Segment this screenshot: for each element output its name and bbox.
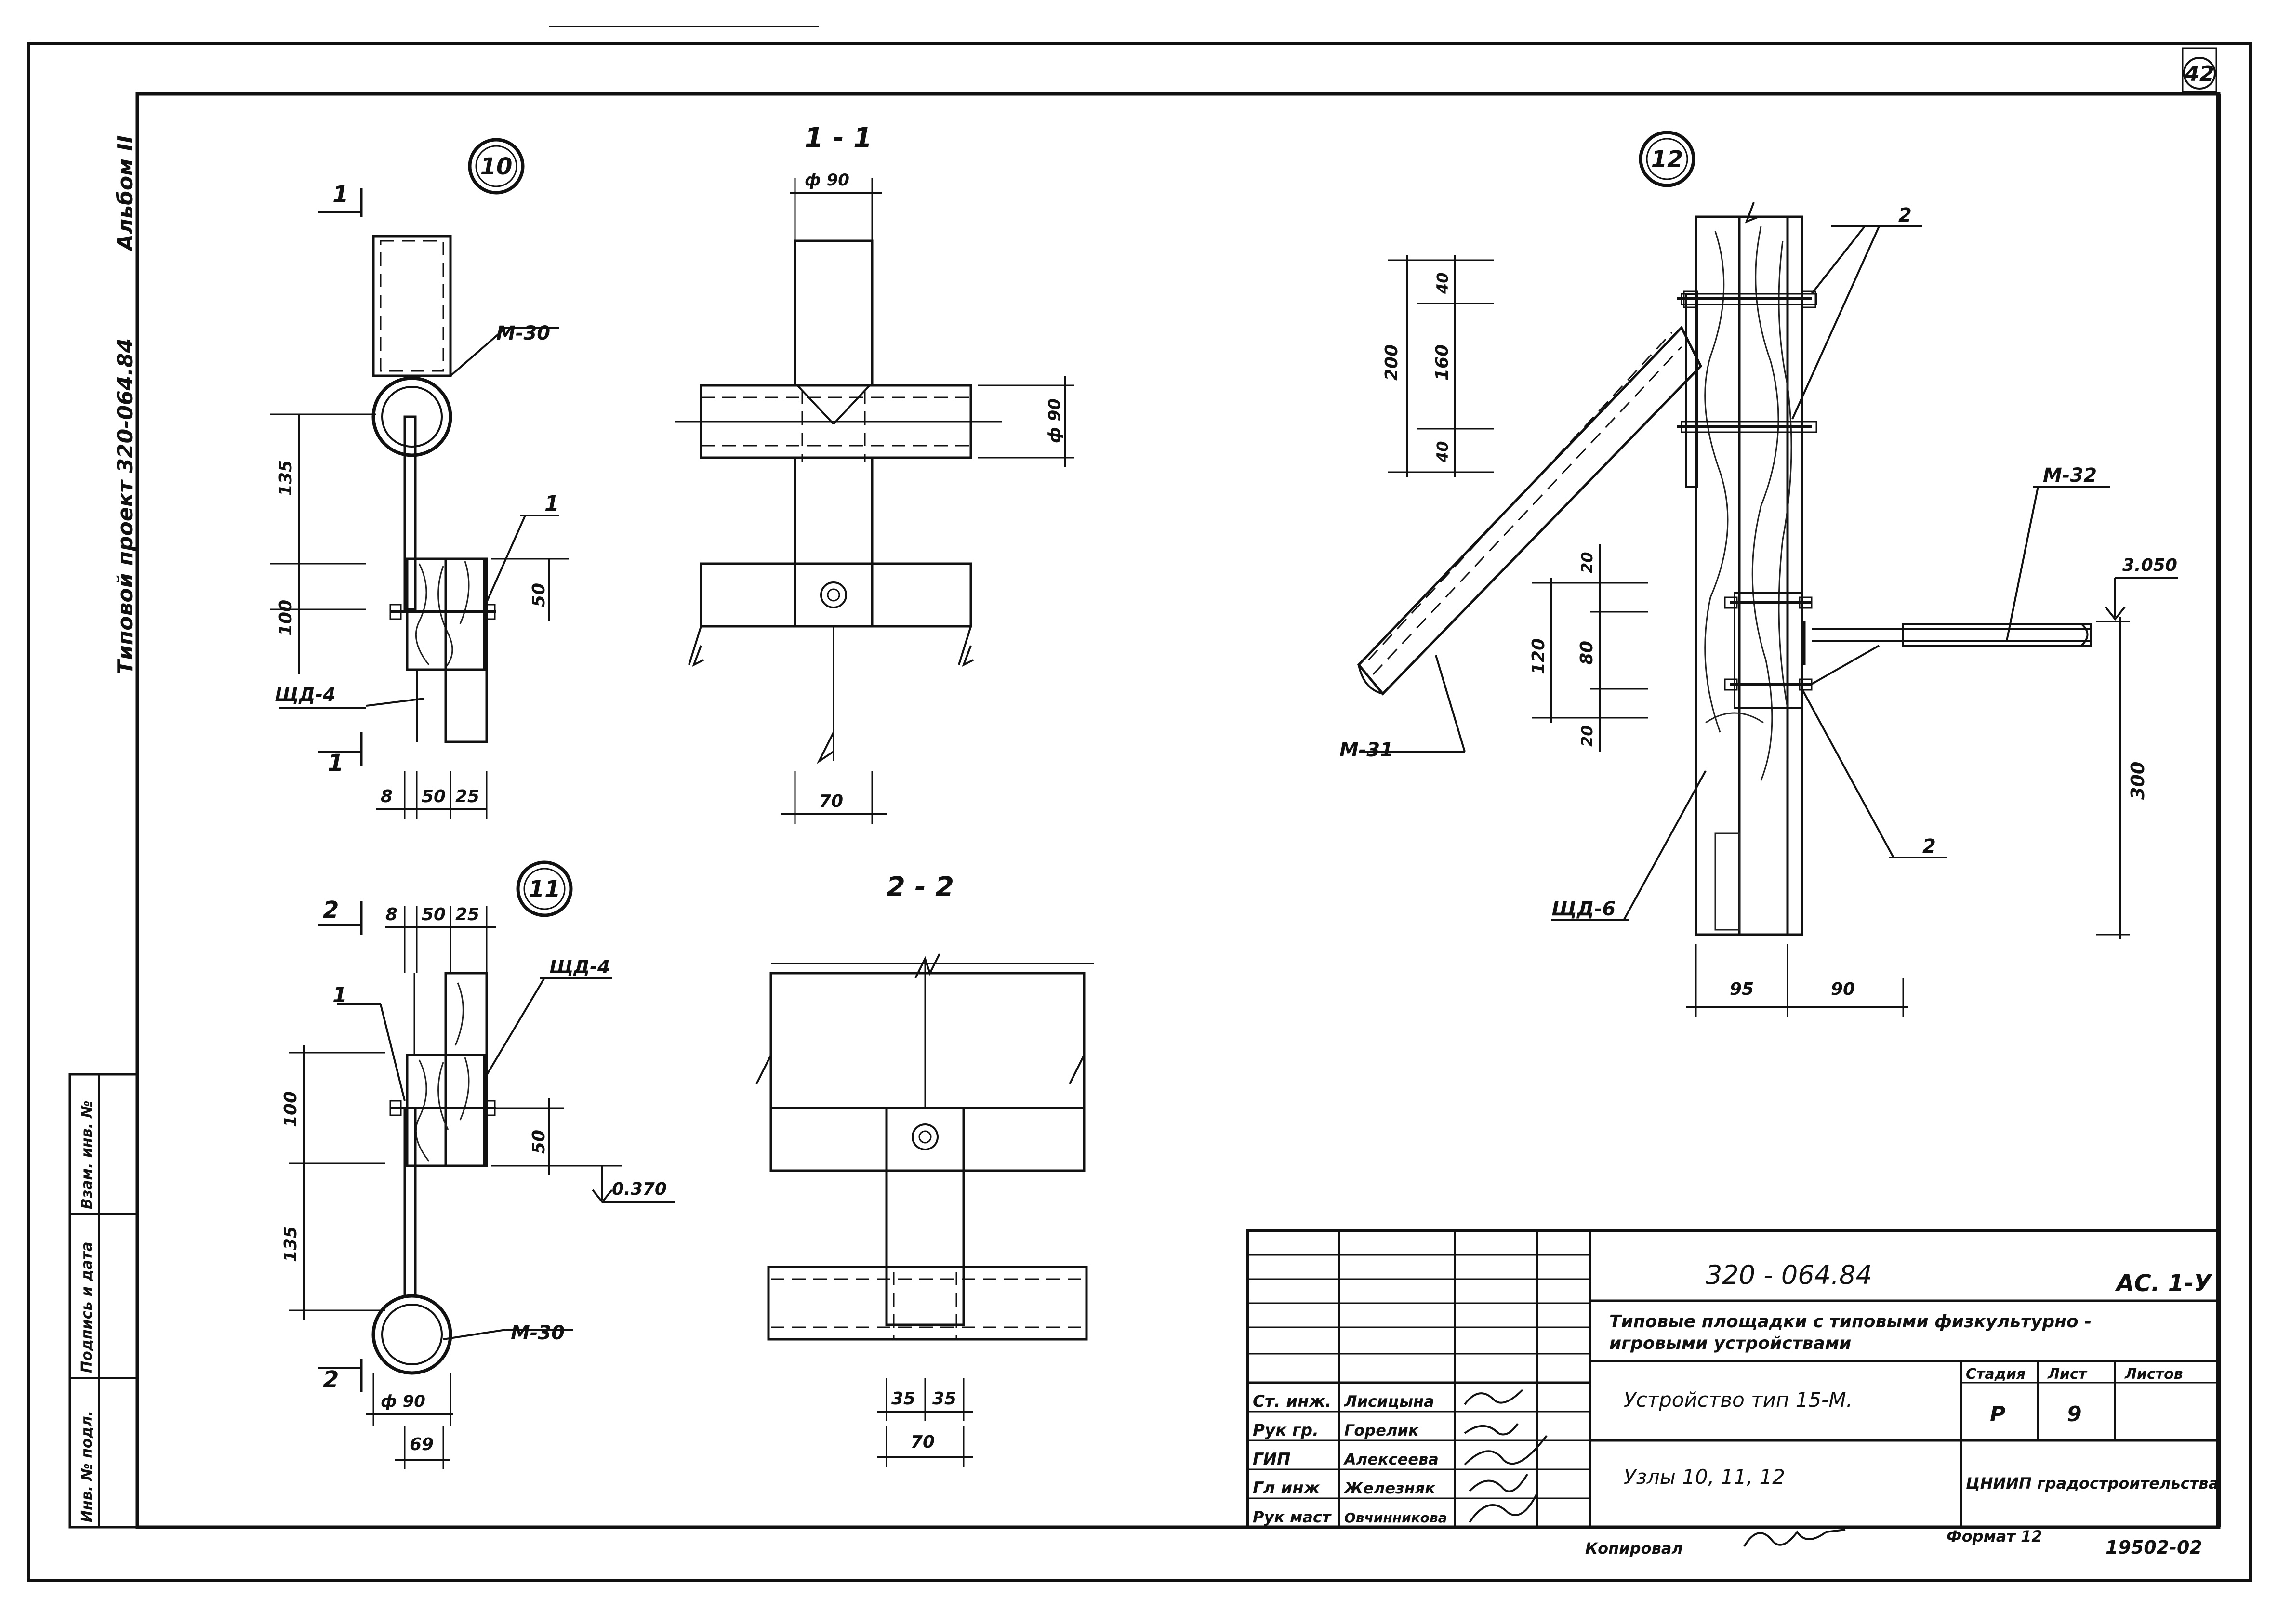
dim-25: 25: [455, 787, 479, 806]
label-shd4-b: ЩД-4: [549, 956, 610, 977]
copy-signature: [1743, 1529, 1846, 1547]
dim-40-b: 40: [1433, 441, 1452, 463]
node-12-label: 12: [1651, 146, 1683, 173]
sheets-header: Листов: [2124, 1366, 2183, 1383]
stage-value: Р: [1990, 1402, 2005, 1426]
dim-25-b: 25: [455, 905, 479, 924]
sheet-value: 9: [2067, 1402, 2082, 1426]
dim-35-b: 35: [932, 1389, 956, 1409]
node-12-detail: 12 2 2: [1339, 131, 2178, 1017]
dim-70-b: 70: [911, 1432, 935, 1452]
dim-40-a: 40: [1433, 272, 1452, 294]
label-1-node10: 1: [544, 491, 559, 516]
section-2-2-label: 2 - 2: [887, 871, 954, 903]
label-shd6: ЩД-6: [1551, 898, 1616, 920]
dim-20-a: 20: [1578, 552, 1596, 573]
name-0: Лисицына: [1344, 1392, 1434, 1411]
project-title-1: Типовые площадки с типовыми физкультурно…: [1609, 1312, 2092, 1332]
name-1: Горелик: [1344, 1421, 1419, 1439]
strip-inv-podl: Инв. № подл.: [79, 1411, 95, 1522]
sheet-number: 42: [2184, 62, 2214, 86]
role-0: Ст. инж.: [1253, 1392, 1331, 1411]
sheet-number-circle: [2183, 57, 2216, 90]
label-m30: М-30: [496, 322, 550, 344]
dim-300: 300: [2127, 762, 2148, 800]
side-label-project: Типовой проект 320-064.84: [113, 338, 138, 674]
section-1-1: 1 - 1 ф 90 ф 90 70: [675, 122, 1074, 824]
section-1-1-label: 1 - 1: [805, 122, 872, 154]
order-number: 19502-02: [2106, 1537, 2202, 1558]
name-4: Овчинникова: [1344, 1510, 1447, 1526]
dim-100-b: 100: [281, 1091, 301, 1127]
node-11-detail: 11 2 2 8 50 25 1 ЩД-4 100: [281, 860, 675, 1469]
cut-2-bot: 2: [323, 1366, 339, 1393]
cut-2-top: 2: [323, 897, 339, 924]
label-1-node11: 1: [332, 983, 347, 1007]
dim-50-b: 50: [422, 787, 446, 806]
label-m31: М-31: [1339, 739, 1393, 761]
dim-8: 8: [381, 787, 393, 806]
stage-header: Стадия: [1966, 1366, 2026, 1383]
sheet-frame: 42: [27, 26, 2252, 1582]
name-3: Железняк: [1343, 1479, 1436, 1497]
dim-70: 70: [819, 792, 843, 811]
name-2: Алексеева: [1343, 1450, 1439, 1468]
dim-200: 200: [1382, 344, 1402, 381]
dim-100: 100: [276, 600, 296, 636]
strip-vzam: Взам. инв. №: [79, 1100, 95, 1209]
dim-160: 160: [1432, 344, 1452, 381]
sheet-header: Лист: [2047, 1366, 2088, 1383]
cut-1-bot: 1: [328, 750, 344, 777]
label-m30-b: М-30: [511, 1322, 565, 1344]
elev-0370: 0.370: [612, 1179, 667, 1199]
dim-135-b: 135: [281, 1226, 301, 1262]
copied-by: Копировал: [1585, 1539, 1683, 1558]
sheet-code: АС. 1-У: [2114, 1270, 2212, 1297]
doc-code: 320 - 064.84: [1706, 1260, 1872, 1290]
dim-phi90-b: ф 90: [381, 1392, 425, 1411]
label-shd4: ЩД-4: [275, 684, 335, 705]
label-m32: М-32: [2043, 464, 2097, 487]
dim-69: 69: [410, 1435, 434, 1454]
dim-80: 80: [1577, 641, 1597, 665]
role-3: Гл инж: [1253, 1479, 1321, 1498]
project-title-2: игровыми устройствами: [1609, 1334, 1851, 1353]
node-11-label: 11: [529, 876, 561, 903]
dim-50: 50: [529, 583, 549, 607]
dim-90: 90: [1831, 979, 1855, 999]
dim-50-c: 50: [422, 905, 446, 924]
dim-35-a: 35: [891, 1389, 915, 1409]
role-4: Рук маст: [1253, 1508, 1332, 1526]
dim-95: 95: [1730, 979, 1754, 999]
side-label-album: Альбом II: [113, 135, 138, 252]
format: Формат 12: [1947, 1527, 2042, 1545]
dim-120: 120: [1529, 638, 1549, 674]
section-2-2: 2 - 2 35 35 70: [755, 871, 1094, 1467]
dim-phi90: ф 90: [805, 171, 849, 190]
left-stamp-strip: Инв. № подл. Подпись и дата Взам. инв. №: [68, 1073, 139, 1529]
signatures: [1464, 1389, 1548, 1523]
device-name: Устройство тип 15-М.: [1624, 1388, 1853, 1412]
label-2-top: 2: [1898, 204, 1912, 226]
role-2: ГИП: [1253, 1450, 1291, 1469]
dim-50-d: 50: [529, 1130, 549, 1154]
nodes-line: Узлы 10, 11, 12: [1624, 1465, 1785, 1489]
elev-3050: 3.050: [2122, 555, 2177, 575]
role-1: Рук гр.: [1253, 1421, 1319, 1440]
organization: ЦНИИП градостроительства: [1966, 1474, 2219, 1492]
dim-phi90-vert: ф 90: [1045, 398, 1064, 443]
strip-podpis: Подпись и дата: [79, 1242, 95, 1373]
dim-8-b: 8: [385, 905, 397, 924]
dim-135: 135: [276, 460, 296, 496]
node-10-detail: 10 1 1 М-30 1 ЩД-4 135 100: [270, 138, 569, 819]
dim-20-b: 20: [1578, 725, 1596, 747]
label-2-bottom: 2: [1922, 835, 1936, 858]
title-block: Ст. инж. Рук гр. ГИП Гл инж Рук маст Лис…: [1246, 1229, 2220, 1558]
node-10-label: 10: [480, 153, 513, 180]
cut-1-top: 1: [332, 181, 348, 208]
